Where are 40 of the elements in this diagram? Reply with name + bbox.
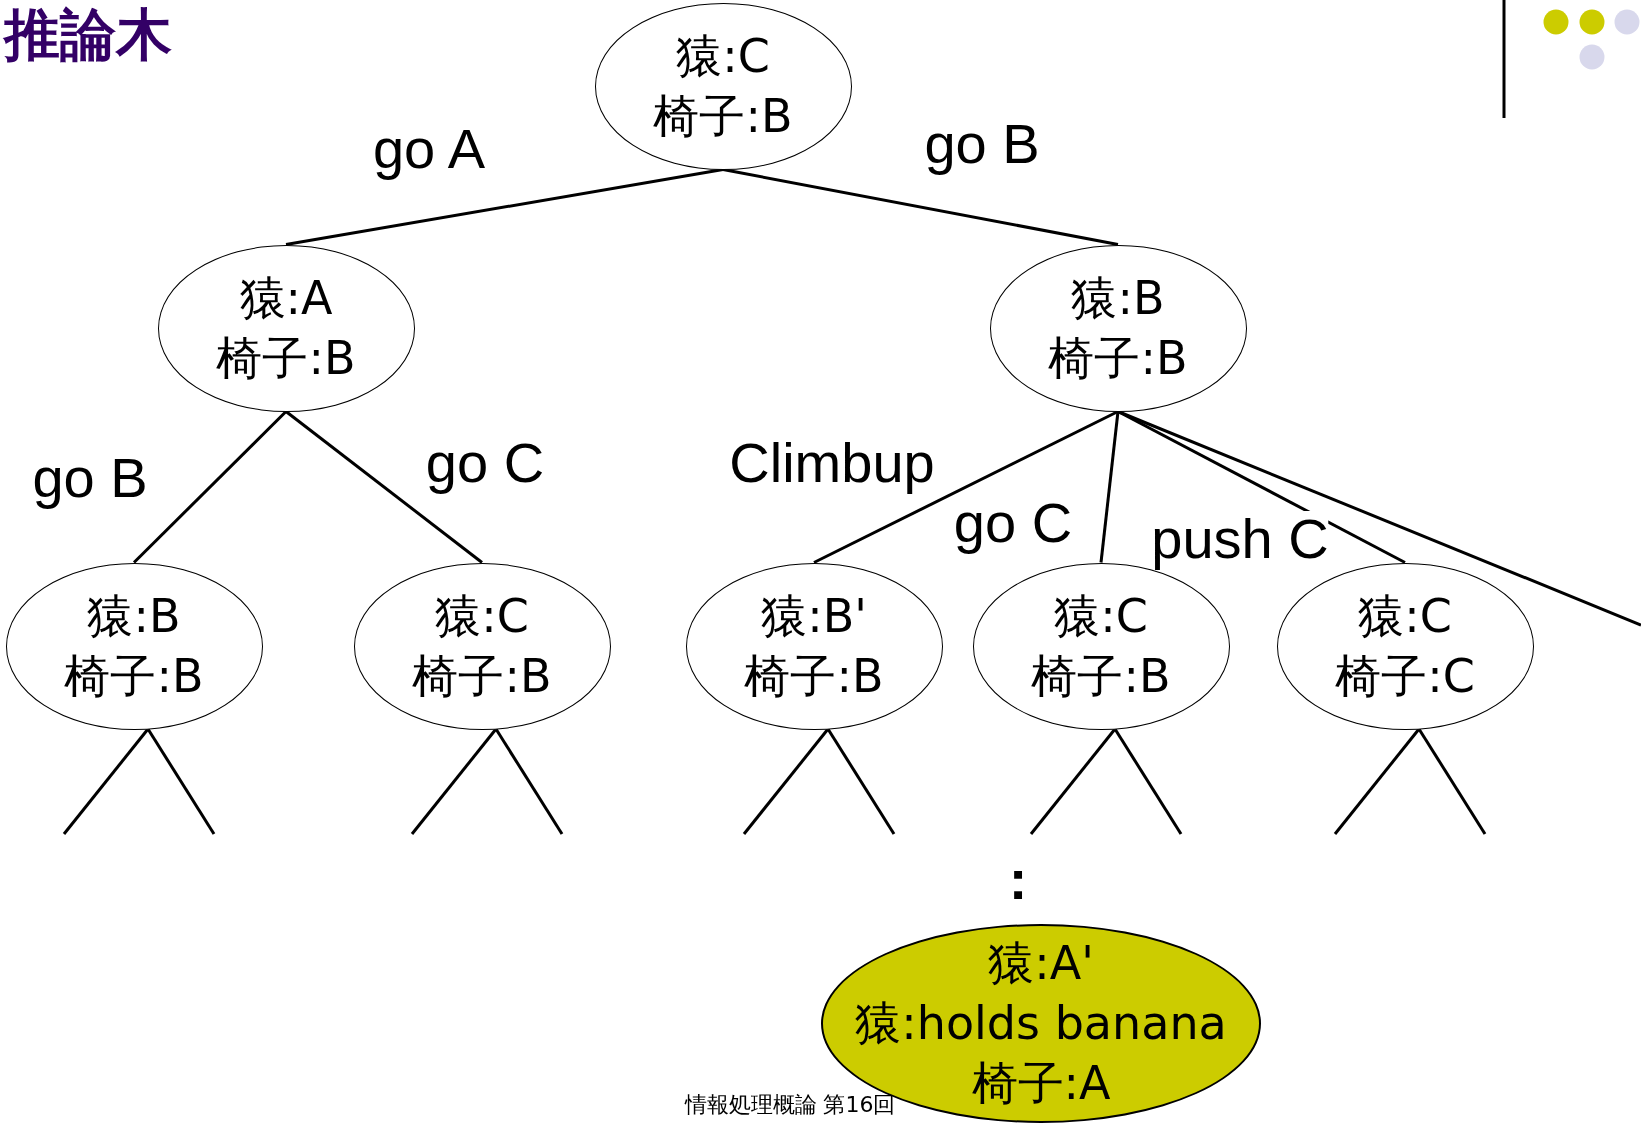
tree-edge bbox=[722, 168, 1119, 246]
state-text: 猿:B bbox=[87, 588, 181, 645]
state-text: 猿:B' bbox=[761, 588, 867, 645]
state-text: 猿:C bbox=[435, 588, 529, 645]
state-text: 椅子:B bbox=[1048, 330, 1188, 387]
state-text: 猿:C bbox=[676, 28, 770, 85]
tree-edge bbox=[1117, 410, 1406, 564]
branch-line bbox=[1417, 728, 1487, 835]
branch-line bbox=[410, 728, 498, 835]
footer-text: 情報処理概論 第16回 bbox=[684, 1094, 896, 1116]
state-text: 椅子:B bbox=[653, 88, 793, 145]
state-text: 猿:B bbox=[1071, 270, 1165, 327]
ellipsis-text: : bbox=[1008, 852, 1028, 908]
tree-edge bbox=[813, 410, 1119, 564]
branch-line bbox=[494, 728, 564, 835]
tree-edge bbox=[132, 410, 288, 564]
state-text: 椅子:B bbox=[1031, 648, 1171, 705]
branch-line bbox=[1117, 410, 1641, 627]
state-text: 猿:A' bbox=[988, 935, 1094, 992]
branch-line bbox=[742, 728, 830, 835]
branch-line bbox=[1333, 728, 1421, 835]
tree-edge bbox=[1099, 411, 1120, 563]
tree-edge bbox=[285, 168, 724, 246]
state-text: 猿:C bbox=[1054, 588, 1148, 645]
branch-line bbox=[826, 728, 896, 835]
branch-line bbox=[1029, 728, 1117, 835]
branch-line bbox=[146, 728, 216, 835]
state-text: 椅子:B bbox=[216, 330, 356, 387]
slide-title: 推論木 bbox=[4, 4, 172, 66]
branch-line bbox=[1113, 728, 1183, 835]
state-text: 猿:A bbox=[239, 270, 333, 327]
state-text: 椅子:C bbox=[1335, 648, 1475, 705]
state-text: 椅子:B bbox=[64, 648, 204, 705]
state-text: 椅子:B bbox=[744, 648, 884, 705]
state-text: 椅子:B bbox=[412, 648, 552, 705]
state-text: 椅子:A bbox=[971, 1055, 1111, 1112]
tree-edge bbox=[285, 410, 483, 564]
state-text: 猿:C bbox=[1358, 588, 1452, 645]
branch-line bbox=[62, 728, 150, 835]
state-text: 猿:holds banana bbox=[855, 995, 1227, 1052]
